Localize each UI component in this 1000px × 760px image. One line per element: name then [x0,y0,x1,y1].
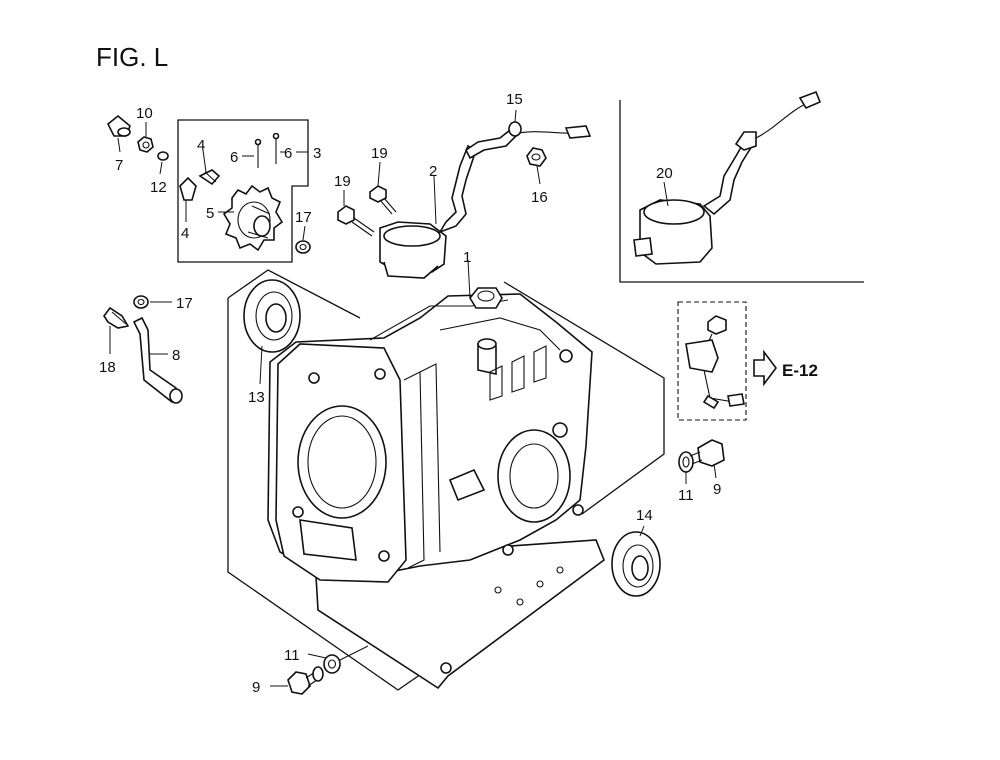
callout-10: 10 [136,105,153,122]
callout-4-upper: 4 [197,137,205,154]
leader-lines [109,109,717,687]
part-2-breather-assembly[interactable] [379,125,592,279]
part-11-washer-lower[interactable] [323,654,341,674]
callout-18: 18 [99,359,116,376]
callout-11-lower: 11 [284,647,300,664]
part-11-washer-right[interactable] [678,451,694,473]
part-5-governor-gear[interactable] [222,184,284,252]
part-8-tube[interactable] [132,316,183,404]
callout-13: 13 [248,389,265,406]
oil-level-sensor[interactable] [685,315,745,410]
reference-arrow-e12[interactable]: E-12 [753,349,818,387]
callout-19-upper: 19 [371,145,388,162]
callout-12: 12 [150,179,167,196]
callout-19-lower: 19 [334,173,351,190]
callout-6-left: 6 [230,149,238,166]
callout-6-right: 6 [284,145,292,162]
callout-17-upper: 17 [295,209,312,226]
callout-9-right: 9 [713,481,721,498]
part-7-cap[interactable] [106,114,131,137]
callout-8: 8 [172,347,180,364]
callout-17-lower: 17 [176,295,193,312]
sensor-group-frame [677,301,747,421]
part-6-pin-a[interactable] [254,138,262,169]
callout-4-lower: 4 [181,225,189,242]
callout-16: 16 [531,189,548,206]
part-19-bolt-upper[interactable] [369,185,397,215]
assembly-frame-right [503,281,665,515]
figure-title: FIG. L [96,42,168,72]
callout-11-right: 11 [678,487,694,504]
part-18-clamp[interactable] [103,306,130,329]
part-4-pin-lower[interactable] [179,176,197,201]
assembly-frame-upper-left [227,269,361,319]
part-4-pin-upper[interactable] [198,169,221,186]
part-15-clip[interactable] [508,121,522,137]
part-9-bolt-lower[interactable] [287,666,324,695]
callout-numbers: 1 2 3 4 4 5 6 6 7 8 9 9 10 11 11 12 13 1… [99,91,721,696]
callout-20: 20 [656,165,673,182]
part-20-oil-switch[interactable] [633,90,822,265]
part-10-nut[interactable] [137,136,154,153]
part-16-nut[interactable] [526,147,547,167]
callout-9-lower: 9 [252,679,260,696]
part-17-washer-lower[interactable] [133,295,149,309]
part-9-bolt-right[interactable] [689,439,725,467]
switch-inset-frame [619,100,864,283]
part-14-oil-seal[interactable] [611,531,661,597]
part-1-cylinder-barrel[interactable] [267,287,605,690]
callout-2: 2 [429,163,437,180]
callout-7: 7 [115,157,123,174]
part-6-pin-b[interactable] [272,132,280,165]
part-12-washer[interactable] [157,151,169,161]
part-17-washer-upper[interactable] [295,240,311,254]
callout-15: 15 [506,91,523,108]
reference-label: E-12 [782,361,818,380]
callout-3: 3 [313,145,321,162]
callout-5: 5 [206,205,214,222]
callout-1: 1 [463,249,471,266]
callout-14: 14 [636,507,653,524]
part-19-bolt-lower[interactable] [337,205,375,237]
part-13-oil-seal[interactable] [243,279,301,353]
gear-group-frame [177,119,309,263]
